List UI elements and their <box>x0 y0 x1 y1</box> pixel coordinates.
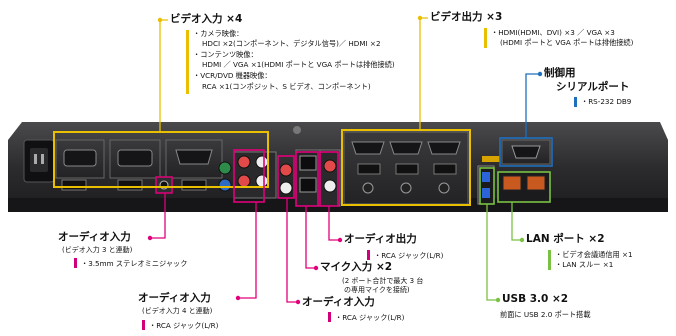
leader-video-in <box>159 19 168 132</box>
audio-in3-title: オーディオ入力 <box>58 231 131 243</box>
video-output-frame <box>341 129 471 206</box>
serial-title2: シリアルポート <box>556 81 630 93</box>
leader-audio-out <box>328 206 340 241</box>
rca-in-frame <box>277 155 295 199</box>
video-input-vcr-detail: RCA ×1(コンポジット、S ビデオ、コンポーネント) <box>202 82 371 91</box>
lan-bar <box>548 250 551 270</box>
video-input-camera-detail: HDCI ×2(コンポーネント、デジタル信号)／ HDMI ×2 <box>202 39 381 48</box>
mic-title: マイク入力 ×2 <box>320 261 393 273</box>
leader-lan <box>511 202 522 241</box>
leader-mic <box>305 206 316 269</box>
mic-frame <box>295 151 319 207</box>
usb-sub: 前面に USB 2.0 ポート搭載 <box>500 310 591 319</box>
lan-title: LAN ポート ×2 <box>526 233 605 245</box>
audio-in4-bar <box>142 320 145 330</box>
lan-ports <box>497 171 551 203</box>
serial-port <box>501 139 551 165</box>
video-input-content-detail: HDMI ／ VGA ×1(HDMI ポートと VGA ポートは排他接続) <box>202 60 395 69</box>
leader-serial <box>525 73 540 138</box>
audio-in-rca-detail: ・RCA ジャック(L/R) <box>335 313 405 322</box>
serial-detail: ・RS-232 DB9 <box>581 97 632 106</box>
audio-in-rca-title: オーディオ入力 <box>302 296 375 308</box>
leader-mini <box>150 193 166 239</box>
mic-sub1: (2 ポート合計で最大 3 台 <box>342 277 424 285</box>
video-input-vcr-label: ・VCR/DVD 機器映像： <box>193 71 272 80</box>
audio-out-detail: ・RCA ジャック(L/R) <box>374 251 444 260</box>
mini-jack <box>155 176 173 194</box>
audio-in4-sub: (ビデオ入力 4 と連動) <box>142 307 213 315</box>
video-input-bar <box>186 30 189 94</box>
leader-rca-in <box>286 198 298 303</box>
video-input-title: ビデオ入力 ×4 <box>170 13 243 25</box>
video-output-ports <box>343 131 469 205</box>
video-output-title: ビデオ出力 ×3 <box>430 11 503 23</box>
serial-title1: 制御用 <box>544 67 576 79</box>
hdmi-input-ports <box>61 179 207 191</box>
audio-out-title: オーディオ出力 <box>344 233 417 245</box>
audio-in3-bar <box>74 258 77 268</box>
video-output-bar <box>484 28 487 48</box>
lan-line2: ・LAN スルー ×1 <box>555 260 614 269</box>
video-input-frame <box>53 131 269 188</box>
leader-video-out <box>419 17 428 130</box>
audio-in4-detail: ・RCA ジャック(L/R) <box>149 321 219 330</box>
hdci-port-1 <box>55 139 105 179</box>
rca-in4-frame <box>233 149 265 203</box>
video-input-camera-label: ・カメラ映像： <box>193 29 244 38</box>
serial-bar <box>574 97 577 107</box>
leader-rca4 <box>238 202 257 299</box>
audio-out-jacks <box>319 149 341 207</box>
hdci-port-2 <box>109 139 161 179</box>
audio-in3-sub: (ビデオ入力 3 と連動) <box>62 246 133 254</box>
audio-out-bar <box>367 250 370 260</box>
mic-ports <box>293 126 321 207</box>
audio-in-rca-bar <box>328 312 331 322</box>
audio-in3-detail: ・3.5mm ステレオミニジャック <box>81 259 188 268</box>
lan-frame <box>497 171 551 203</box>
usb-title: USB 3.0 ×2 <box>502 293 569 305</box>
video-output-line2: (HDMI ポートと VGA ポートは排他接続) <box>500 38 634 47</box>
lan-line1: ・ビデオ会議通信用 ×1 <box>555 250 633 259</box>
power-inlet <box>23 139 55 183</box>
mic-sub2: の専用マイクを接続) <box>344 286 410 294</box>
hdmi-vga-port <box>165 139 223 179</box>
audio-in4-title: オーディオ入力 <box>138 292 211 304</box>
usb-ports <box>477 156 500 205</box>
video-input-content-label: ・コンテンツ映像： <box>193 50 258 59</box>
leader-usb <box>486 204 498 301</box>
video-output-line1: ・HDMI(HDMI、DVI) ×3 ／ VGA ×3 <box>491 28 615 37</box>
